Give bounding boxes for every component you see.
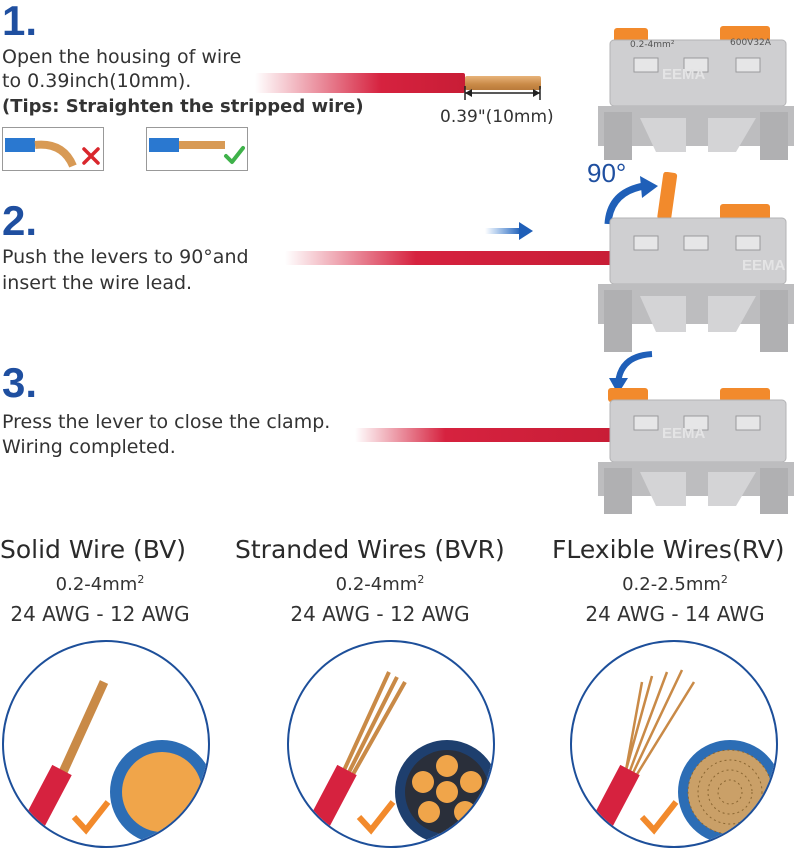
bent-wire-example — [2, 127, 104, 171]
svg-text:EEMA: EEMA — [742, 257, 786, 274]
strip-length-label: 0.39"(10mm) — [440, 107, 554, 127]
straight-wire-example — [146, 127, 248, 171]
check-icon — [71, 800, 111, 835]
step-1-line-2: to 0.39inch(10mm). — [2, 70, 192, 92]
svg-text:EEMA: EEMA — [662, 425, 706, 442]
step-1-tip: (Tips: Straighten the stripped wire) — [2, 96, 364, 117]
wire-type-1-awg: 24 AWG - 12 AWG — [10, 602, 190, 626]
solid-wire-illustration — [2, 640, 210, 848]
step-3-line-2: Wiring completed. — [2, 436, 176, 458]
wire-type-3-title: FLexible Wires(RV) — [552, 535, 785, 564]
wire-type-1-title: Solid Wire (BV) — [0, 535, 187, 564]
strip-length-dimension — [464, 86, 541, 100]
cross-icon — [82, 147, 100, 165]
step-2-line-2: insert the wire lead. — [2, 272, 193, 294]
step-2-wire — [285, 251, 613, 265]
step-2-line-1: Push the levers to 90°and — [2, 246, 249, 268]
curved-arrow-up-icon — [604, 176, 658, 225]
step-1-wire — [255, 73, 465, 93]
connector-rating-left: 0.2-4mm² — [630, 40, 675, 50]
step-1-line-1: Open the housing of wire — [2, 46, 242, 68]
straight-wire-illustration — [149, 138, 225, 152]
wire-type-3-range: 0.2-2.5mm2 — [622, 573, 728, 595]
check-icon — [356, 800, 396, 835]
wire-type-2-title: Stranded Wires (BVR) — [235, 535, 505, 564]
wire-type-1-range: 0.2-4mm2 — [55, 573, 145, 595]
brand-mark: EEMA — [662, 66, 706, 83]
connector-open: EEMA — [598, 26, 794, 160]
step-2-number: 2. — [2, 197, 38, 244]
curved-arrow-down-icon — [609, 351, 653, 394]
wire-type-2-range: 0.2-4mm2 — [335, 573, 425, 595]
connector-lever-up: EEMA — [598, 172, 794, 352]
check-icon — [224, 146, 245, 164]
check-icon — [639, 800, 679, 835]
bent-wire-illustration — [5, 138, 77, 168]
step-3-number: 3. — [2, 359, 38, 406]
stripped-conductor — [465, 76, 541, 90]
arrow-right-icon — [485, 222, 533, 240]
stranded-wire-illustration — [287, 640, 495, 848]
connector-closed: EEMA — [598, 388, 794, 514]
flexible-wire-illustration — [570, 640, 778, 848]
step-3-wire — [355, 428, 613, 442]
step-3-line-1: Press the lever to close the clamp. — [2, 411, 331, 433]
connector-rating-right: 600V32A — [730, 38, 771, 48]
step-1-number: 1. — [2, 0, 38, 44]
angle-label: 90° — [587, 158, 627, 188]
wire-type-2-awg: 24 AWG - 12 AWG — [290, 602, 470, 626]
wire-type-3-awg: 24 AWG - 14 AWG — [585, 602, 765, 626]
